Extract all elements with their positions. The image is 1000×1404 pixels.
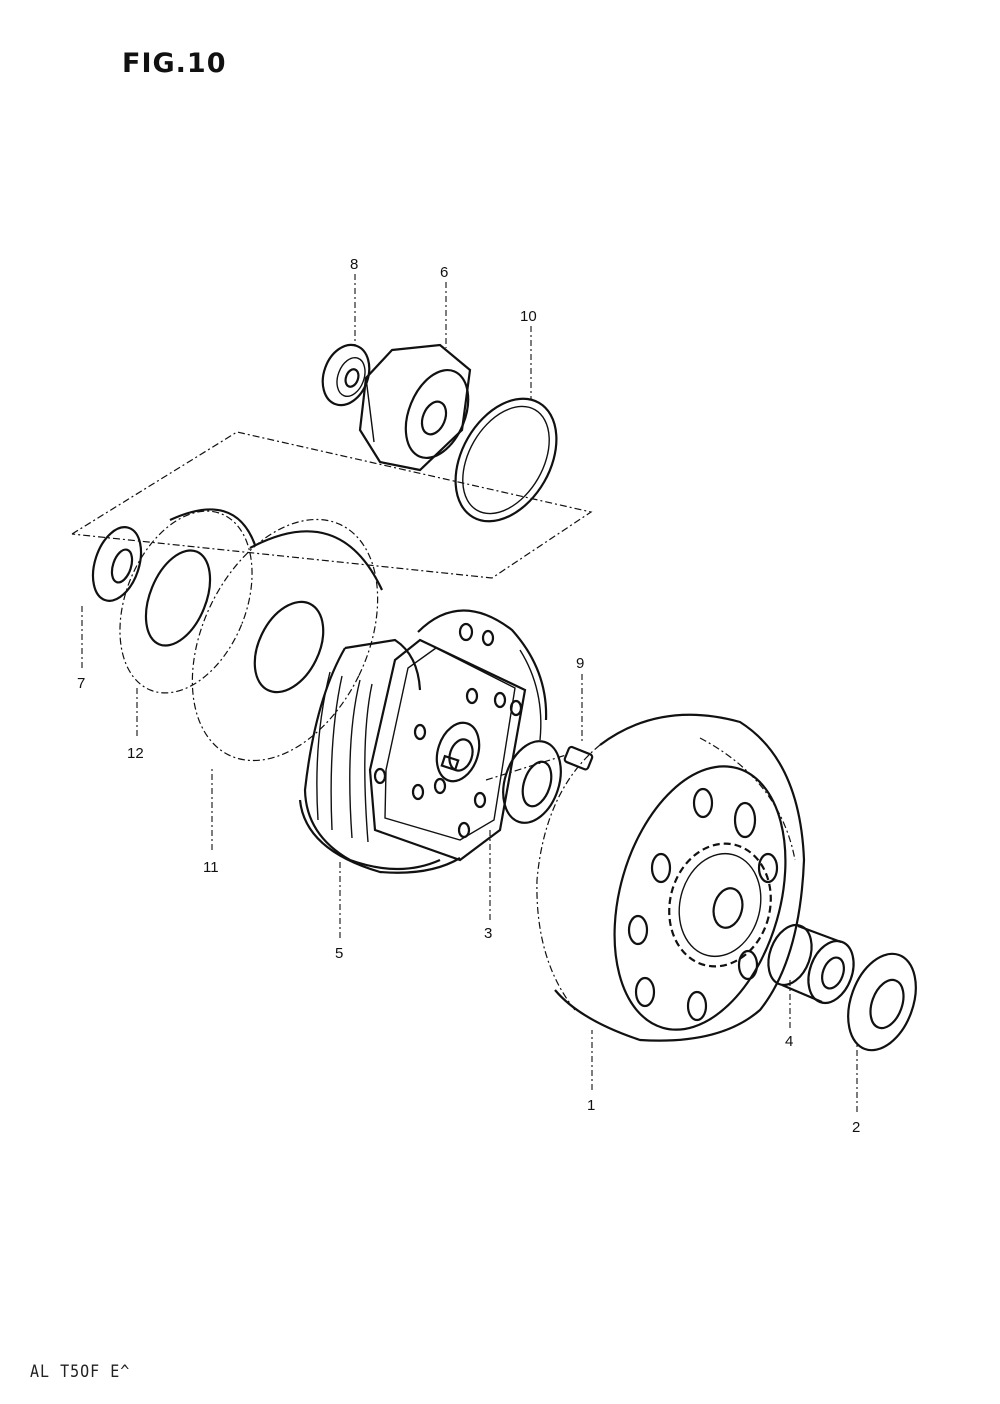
plate-washer-drawing xyxy=(119,508,257,694)
callout-8: 8 xyxy=(350,256,358,273)
hex-nut-drawing xyxy=(358,343,472,472)
callout-1: 1 xyxy=(587,1097,595,1114)
large-plate-drawing xyxy=(191,518,383,762)
callout-5: 5 xyxy=(335,945,343,962)
callout-6: 6 xyxy=(440,264,448,281)
leader-lines xyxy=(81,274,858,1112)
callout-10: 10 xyxy=(520,308,537,325)
small-washer-drawing xyxy=(91,526,143,602)
clutch-housing-drawing xyxy=(536,713,806,1042)
kit-boundary-outline xyxy=(71,431,593,579)
callout-12: 12 xyxy=(127,745,144,762)
clutch-shoe-assembly-drawing xyxy=(298,609,548,874)
callout-3: 3 xyxy=(484,925,492,942)
drive-gear-drawing xyxy=(668,842,772,968)
callout-labels: 8 6 10 9 7 12 11 5 3 1 4 2 xyxy=(77,256,860,1136)
callout-4: 4 xyxy=(785,1033,793,1050)
callout-11: 11 xyxy=(203,859,219,876)
footer-model-code: AL T5OF E^ xyxy=(30,1360,131,1382)
callout-7: 7 xyxy=(77,675,85,692)
callout-2: 2 xyxy=(852,1119,860,1136)
spacer-washer-drawing xyxy=(502,740,562,824)
thin-ring-drawing xyxy=(454,397,558,523)
outer-washer-drawing xyxy=(847,952,917,1052)
callout-9: 9 xyxy=(576,655,584,672)
bushing-drawing xyxy=(767,923,855,1005)
key-drawing xyxy=(485,745,594,781)
figure-title: FIG.10 xyxy=(122,48,227,79)
